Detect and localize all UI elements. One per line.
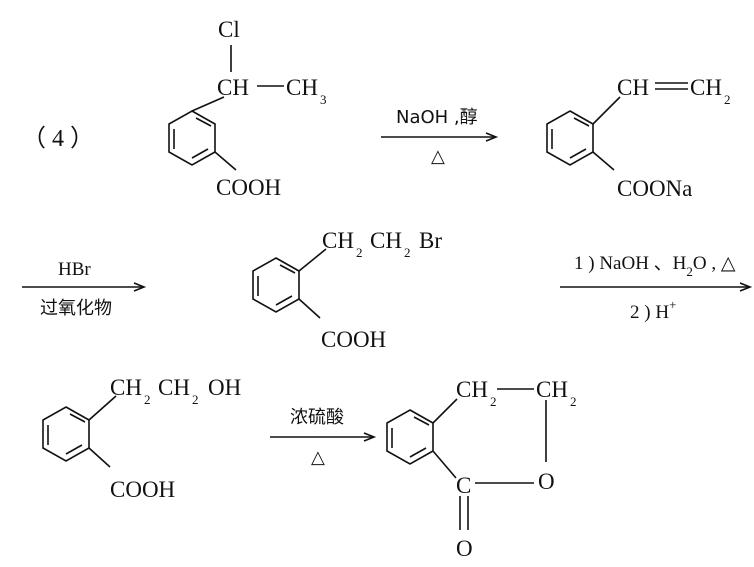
benzene-ring-3: [252, 257, 300, 313]
arrow-4-condition: △: [311, 447, 325, 468]
ring-oxygen-label: O: [538, 469, 555, 494]
ch2-b-label: CH: [158, 375, 190, 400]
arrow-2-head: [133, 282, 147, 292]
ch2-b-subscript: 2: [570, 394, 577, 409]
structure-5-lactone: CH 2 CH 2 C O O: [386, 377, 577, 561]
ch2-b-subscript: 2: [404, 245, 411, 260]
cooh-label: COOH: [321, 327, 386, 352]
structure-3-bromoethyl-acid: CH 2 CH 2 Br COOH: [252, 228, 442, 352]
ch2-b-subscript: 2: [192, 392, 199, 407]
benzene-ring-5: [386, 409, 434, 465]
arrow-4-reagent: 浓硫酸: [290, 407, 344, 428]
benzene-ring-1: [168, 110, 216, 166]
bond-ring-coona: [592, 151, 615, 171]
ring-2-double-bond: [573, 117, 590, 127]
bond-ring-ch2: [298, 248, 327, 272]
ch2-a-label: CH: [110, 375, 142, 400]
arrow-4-head: [363, 432, 377, 442]
chlorine-label: Cl: [218, 17, 240, 42]
ch2-b-label: CH: [536, 377, 568, 402]
coona-label: COONa: [617, 176, 692, 201]
vinyl-ch2-subscript: 2: [724, 92, 731, 107]
ring-5-double-bond: [409, 447, 427, 458]
arrow-3-reagent: 1 ) NaOH 、H2O , △: [574, 253, 736, 279]
reaction-arrow-3: 1 ) NaOH 、H2O , △ 2 ) H+: [560, 253, 753, 323]
carbonyl-oxygen-label: O: [456, 536, 473, 561]
ch2-a-subscript: 2: [356, 245, 363, 260]
reaction-arrow-4: 浓硫酸 △: [270, 407, 377, 468]
ch2-a-label: CH: [456, 377, 488, 402]
arrow-3-condition: 2 ) H+: [630, 297, 676, 323]
arrow-1-head: [485, 132, 499, 142]
ch-label: CH: [217, 75, 249, 100]
vinyl-ch2-label: CH: [690, 75, 722, 100]
arrow-1-condition: △: [431, 146, 445, 167]
ring-2-double-bond: [569, 148, 587, 159]
arrow-2-condition: 过氧化物: [40, 298, 112, 319]
bond-ring-cooh: [88, 447, 111, 468]
vinyl-ch-label: CH: [617, 75, 649, 100]
ring-1-double-bond: [195, 117, 212, 127]
ring-1-double-bond: [191, 148, 209, 159]
arrow-3-head: [739, 282, 753, 292]
ring-3-double-bond: [275, 295, 293, 306]
reaction-arrow-1: NaOH ,醇 △: [381, 107, 499, 167]
ring-4-double-bond: [69, 413, 86, 423]
bond-ring-ch2: [432, 398, 458, 424]
arrow-1-reagent: NaOH ,醇: [396, 107, 478, 128]
benzene-ring-2: [546, 110, 594, 166]
bond-ring-ch: [191, 96, 225, 112]
arrow-2-reagent: HBr: [58, 259, 91, 280]
ch3-subscript: 3: [320, 92, 327, 107]
bond-ring-vinyl: [592, 96, 621, 125]
benzene-ring-4: [42, 406, 90, 462]
reaction-arrow-2: HBr 过氧化物: [22, 259, 147, 319]
hydroxyl-label: OH: [208, 375, 241, 400]
ch2-a-label: CH: [322, 228, 354, 253]
ring-4-double-bond: [65, 444, 83, 455]
cooh-label: COOH: [110, 477, 175, 502]
ch2-a-subscript: 2: [490, 394, 497, 409]
ch2-b-label: CH: [370, 228, 402, 253]
bond-ring-c: [432, 450, 457, 479]
ring-5-double-bond: [413, 416, 430, 426]
ch2-a-subscript: 2: [144, 392, 151, 407]
bond-ring-cooh: [214, 151, 237, 171]
bond-ring-cooh: [298, 298, 321, 319]
ch3-label: CH: [286, 75, 318, 100]
cooh-label: COOH: [216, 175, 281, 200]
structure-1-chloro-acid: Cl CH CH 3 COOH: [168, 17, 327, 200]
ring-3-double-bond: [279, 264, 296, 274]
step-label: （ 4 ）: [22, 126, 94, 152]
structure-2-styrene-carboxylate: CH CH 2 COONa: [546, 75, 731, 201]
structure-4-hydroxyethyl-acid: CH 2 CH 2 OH COOH: [42, 375, 241, 502]
bromine-label: Br: [419, 228, 442, 253]
carbonyl-carbon-label: C: [456, 473, 471, 498]
bond-ring-ch2: [88, 395, 117, 421]
